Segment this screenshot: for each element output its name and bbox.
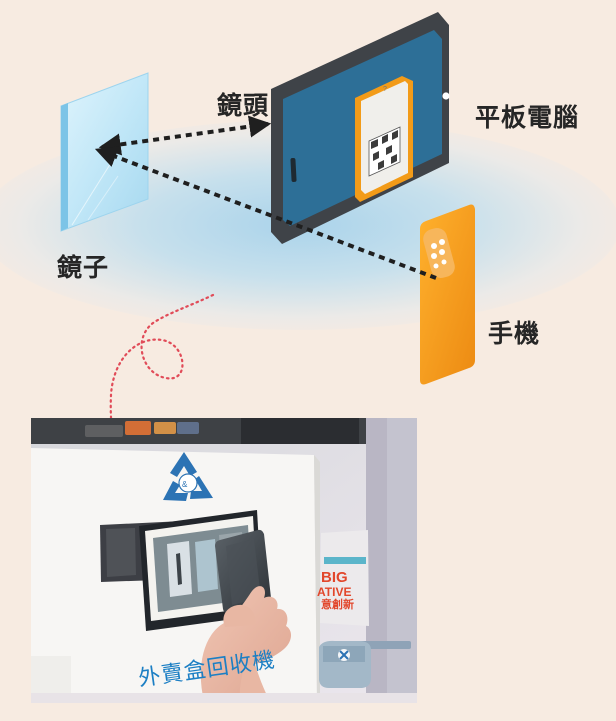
recycle-icon: & <box>163 452 213 501</box>
recycling-machine-photo: & 外賣盒回收機 <box>31 418 417 703</box>
poster-ative-text: ATIVE <box>317 585 352 599</box>
lens-mirror-arrow <box>98 115 272 156</box>
phone-icon <box>420 204 475 385</box>
photo-scene: & <box>31 418 417 703</box>
svg-text:?: ? <box>383 86 387 93</box>
qr-code-icon <box>368 126 401 177</box>
poster-big-text: BIG <box>321 569 348 586</box>
mirror-label: 鏡子 <box>57 254 110 282</box>
svg-text:&: & <box>182 480 188 489</box>
tablet-label: 平板電腦 <box>475 104 580 132</box>
poster-chinese-text: 意創新 <box>321 599 354 611</box>
tablet-icon: ? <box>271 12 450 244</box>
photo-link-dotted-curve <box>108 293 215 467</box>
phone-label: 手機 <box>488 320 541 348</box>
lens-label: 鏡頭 <box>217 92 270 120</box>
phone-mirror-arrow <box>94 146 437 280</box>
